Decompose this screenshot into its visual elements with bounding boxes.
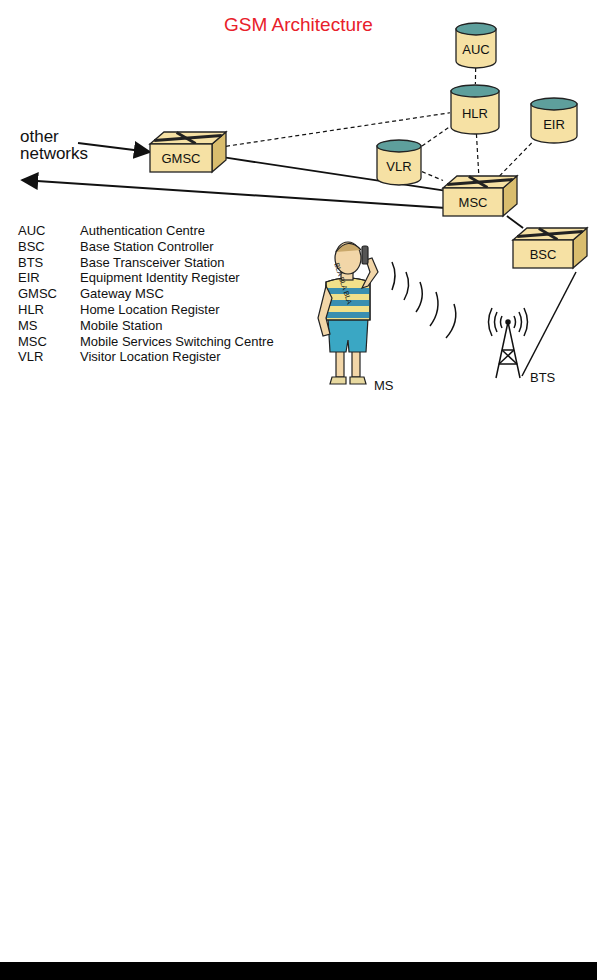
switch-box: BSC (513, 228, 587, 268)
abbreviation: VLR (18, 349, 43, 364)
bottom-band (0, 962, 597, 980)
abbreviation-meaning: Visitor Location Register (80, 349, 221, 364)
abbreviation-meaning: Base Transceiver Station (80, 255, 225, 270)
switch-box: GMSC (150, 132, 226, 172)
signalling-link (422, 172, 443, 181)
abbreviation-meaning: Base Station Controller (80, 239, 214, 254)
signalling-link (476, 134, 478, 176)
abbreviation-meaning: Home Location Register (80, 302, 219, 317)
signalling-link (422, 126, 450, 146)
abbreviation: GMSC (18, 286, 57, 301)
component-label: MS (374, 378, 394, 393)
node-label: EIR (543, 117, 565, 132)
abbreviation-meaning: Mobile Station (80, 318, 162, 333)
database-cylinder: VLR (376, 139, 422, 185)
abbreviation-meaning: Authentication Centre (80, 223, 205, 238)
network-arrow (22, 180, 446, 208)
node-label: BSC (530, 247, 557, 262)
component-label: BTS (530, 370, 555, 385)
database-cylinder: EIR (530, 97, 578, 143)
signalling-link (226, 113, 450, 147)
abbreviation: AUC (18, 223, 45, 238)
switch-box: MSC (443, 176, 517, 216)
abbreviation-meaning: Gateway MSC (80, 286, 164, 301)
node-label: MSC (459, 195, 488, 210)
abbreviation-meaning: Mobile Services Switching Centre (80, 334, 274, 349)
speech-text: BLA BLA BLA (333, 262, 353, 305)
database-cylinder: AUC (455, 22, 497, 68)
trunk-link (507, 216, 523, 228)
abbreviation: EIR (18, 270, 40, 285)
signalling-link (475, 68, 476, 84)
node-label: VLR (386, 159, 411, 174)
radio-waves (392, 262, 456, 338)
bts-link (522, 272, 576, 376)
network-arrow (78, 143, 150, 152)
network-label: other networks (20, 128, 100, 162)
database-cylinder: HLR (450, 84, 500, 134)
abbreviation: BTS (18, 255, 43, 270)
abbreviation: MS (18, 318, 38, 333)
abbreviation: HLR (18, 302, 44, 317)
person-figure (318, 242, 378, 384)
bts-tower (489, 308, 528, 378)
node-label: GMSC (162, 151, 201, 166)
abbreviation: BSC (18, 239, 45, 254)
diagram-title: GSM Architecture (0, 14, 597, 36)
abbreviation: MSC (18, 334, 47, 349)
abbreviation-meaning: Equipment Identity Register (80, 270, 240, 285)
node-label: HLR (462, 106, 488, 121)
node-label: AUC (462, 42, 489, 57)
signalling-link (499, 143, 531, 176)
